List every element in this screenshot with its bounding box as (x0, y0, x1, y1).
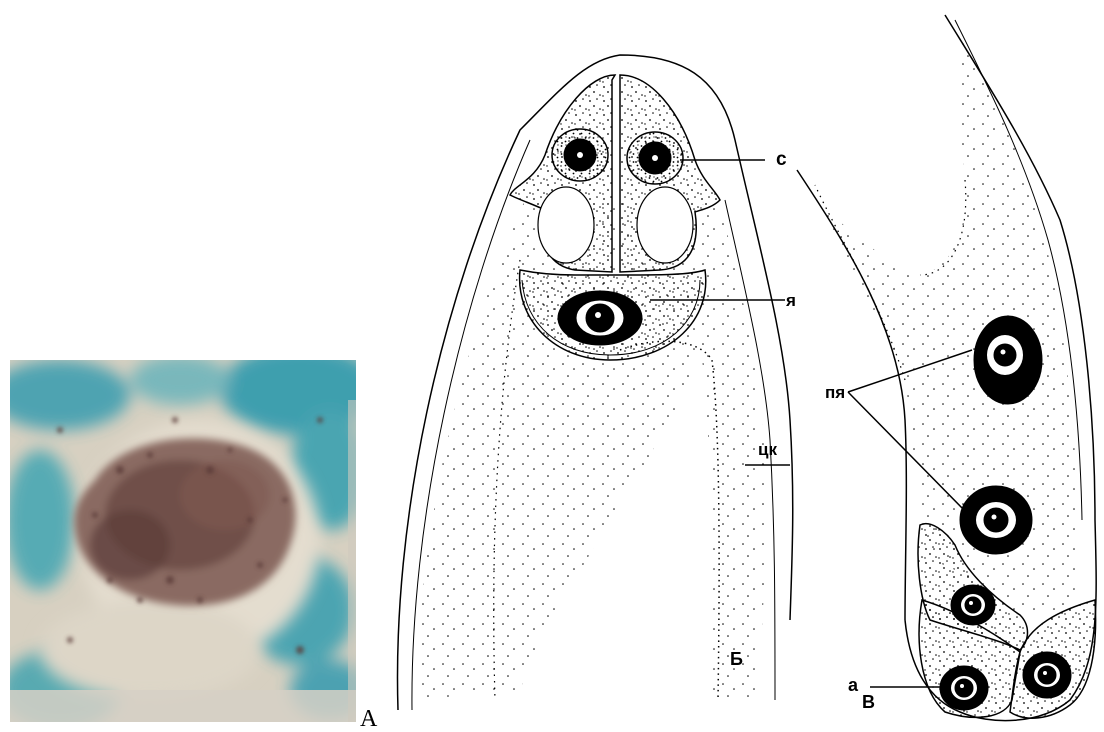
polar-nucleus-upper (974, 316, 1042, 404)
antipodal-nucleus-right (1023, 652, 1071, 698)
panel-label-c: В (862, 693, 875, 711)
photo-edge-strip (348, 400, 356, 722)
diagram-c (797, 15, 1096, 721)
label-s-synergid: с (776, 150, 787, 169)
antipodal-nucleus-left (940, 666, 988, 710)
label-tsk-central-cell: цк (758, 441, 777, 458)
panel-label-a: А (360, 707, 377, 731)
diagram-b (397, 55, 792, 710)
label-a-antipodals: а (848, 676, 858, 694)
antipodal-nucleus-upper (951, 585, 995, 625)
synergid-nucleus-left (552, 129, 608, 181)
micrograph-photo (0, 345, 380, 730)
central-cell-cytoplasm-c (815, 30, 1078, 612)
panel-label-b: Б (730, 650, 743, 668)
label-ya-egg: я (786, 292, 796, 309)
synergid-nucleus-right (627, 132, 683, 184)
polar-nucleus-lower (960, 486, 1032, 554)
egg-nucleus (558, 291, 642, 345)
label-pya-polar-nuclei: пя (825, 384, 845, 401)
